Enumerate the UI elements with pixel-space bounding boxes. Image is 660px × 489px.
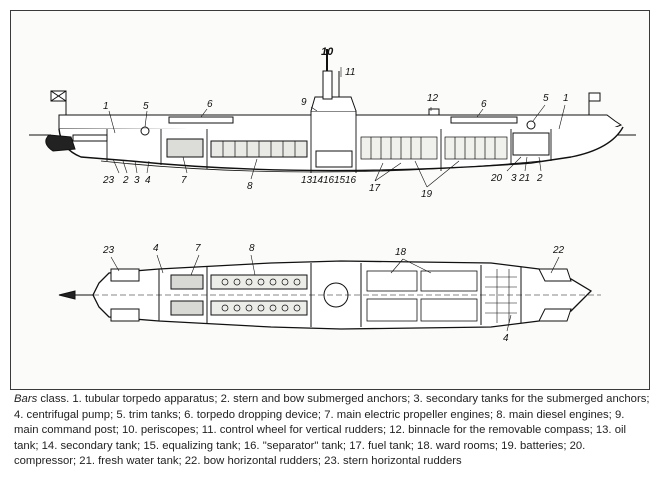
side-label: 21 [518, 173, 530, 184]
side-labels: 1 5 6 10 11 9 12 6 5 1 23 2 3 4 7 8 13 1… [102, 46, 569, 200]
side-label: 3 [511, 173, 517, 184]
side-label: 1 [563, 93, 569, 104]
side-label: 7 [181, 175, 187, 186]
side-label: 17 [369, 183, 381, 194]
plan-label: 8 [249, 243, 255, 254]
side-label: 16 [323, 175, 335, 186]
ward-rooms [366, 270, 478, 322]
stern-torpedo-tube [72, 134, 108, 142]
plan-label: 23 [102, 245, 115, 256]
figure-caption: Bars class. 1. tubular torpedo apparatus… [14, 392, 650, 470]
torpedo-drop-device-bow [450, 116, 518, 124]
electric-propeller-engines [166, 138, 204, 158]
plan-label: 4 [153, 243, 159, 254]
side-label: 5 [143, 101, 149, 112]
side-label: 14 [312, 175, 324, 186]
tank-block [315, 150, 353, 168]
bow-horizontal-rudder-bottom [538, 308, 572, 322]
compass-binnacle [428, 108, 440, 116]
stern-rudder [45, 134, 76, 152]
side-label: 5 [543, 93, 549, 104]
plan-diesel-port [210, 274, 308, 290]
side-label: 10 [321, 46, 334, 58]
figure-frame: 1 5 6 10 11 9 12 6 5 1 23 2 3 4 7 8 13 1… [10, 10, 650, 390]
side-label: 12 [427, 93, 439, 104]
side-label: 2 [122, 175, 129, 186]
bulkheads [106, 115, 552, 173]
side-label: 15 [334, 175, 346, 186]
side-label: 6 [207, 99, 213, 110]
side-label: 13 [301, 175, 313, 186]
side-label: 16 [345, 175, 357, 186]
side-label: 11 [345, 67, 355, 78]
plan-label: 22 [552, 245, 565, 256]
bow-horizontal-rudder-top [538, 268, 572, 282]
plan-label: 4 [503, 333, 509, 344]
plan-labels: 23 4 7 8 18 22 4 [102, 243, 565, 344]
plan-motor-starboard [170, 300, 204, 316]
plan-label: 7 [195, 243, 201, 254]
keel-line [100, 160, 542, 173]
battery-cells [360, 136, 508, 160]
propeller-wake [58, 290, 76, 300]
caption-class-name: Bars [14, 393, 38, 405]
plan-leaders [110, 254, 560, 332]
side-label: 2 [536, 173, 543, 184]
diesel-cylinders [222, 141, 296, 157]
periscope-housing [322, 70, 333, 100]
bow-torpedo-room [512, 132, 550, 156]
side-label: 3 [134, 175, 140, 186]
side-label: 20 [490, 173, 503, 184]
bow-wheel [526, 120, 536, 130]
conning-tower [310, 96, 357, 112]
side-label: 6 [481, 99, 487, 110]
plan-diesel-starboard [210, 300, 308, 316]
side-label: 23 [102, 175, 115, 186]
side-label: 4 [145, 175, 151, 186]
plan-label: 18 [395, 247, 407, 258]
side-leaders [108, 67, 566, 188]
side-view [29, 49, 636, 173]
bow-flag [588, 92, 601, 102]
plan-motor-port [170, 274, 204, 290]
side-label: 9 [301, 97, 307, 108]
plan-diesel-cylinders [221, 278, 301, 312]
deck-casing [58, 110, 623, 130]
stern-horizontal-rudder-bottom [110, 308, 140, 322]
plan-view [58, 260, 601, 330]
side-label: 1 [103, 101, 109, 112]
side-label: 19 [421, 189, 433, 200]
side-label: 8 [247, 181, 253, 192]
bow-grid [485, 269, 517, 323]
caption-text: class. 1. tubular torpedo apparatus; 2. … [14, 393, 650, 467]
stern-horizontal-rudder-top [110, 268, 140, 282]
submarine-drawing: 1 5 6 10 11 9 12 6 5 1 23 2 3 4 7 8 13 1… [29, 46, 636, 344]
torpedo-drop-device-stern [168, 116, 234, 124]
